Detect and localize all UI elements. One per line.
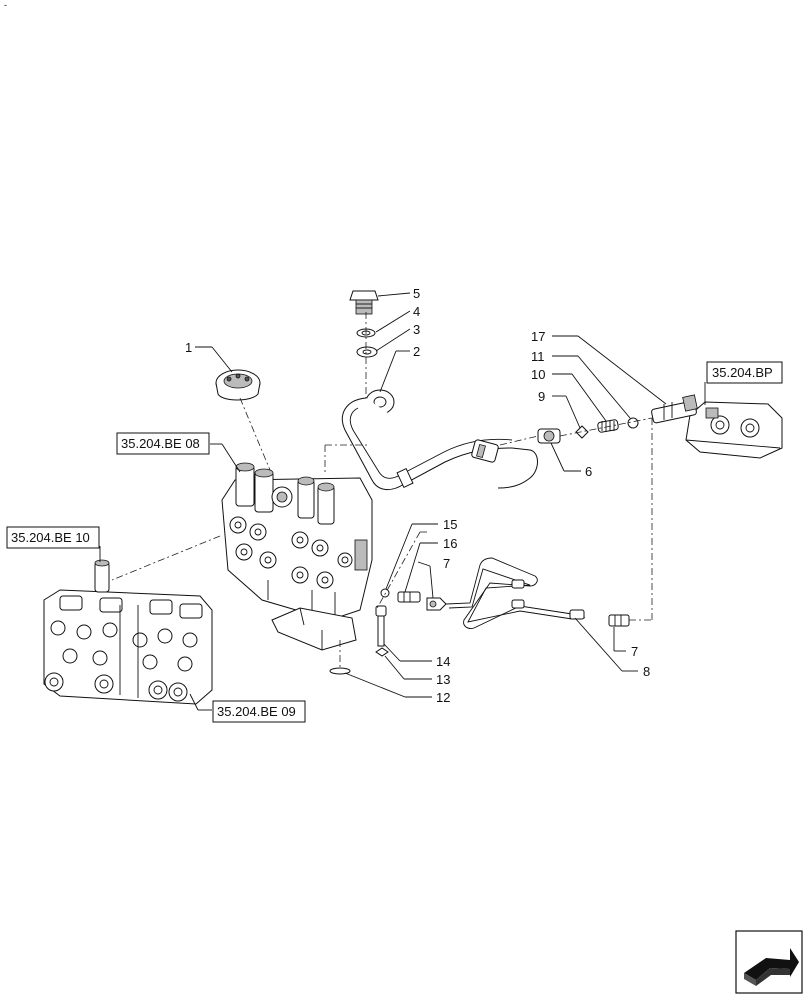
- spring-10: [597, 419, 619, 433]
- ref-link-bp[interactable]: 35.204.BP: [706, 361, 783, 384]
- pipe-2: [341, 389, 538, 490]
- callouts: 5 4 3 2 1 17 11 10 9 6 15 16 7 14 13 12 …: [185, 286, 650, 705]
- auxiliary-valve-bank: [43, 559, 213, 705]
- callout-13: 13: [436, 672, 450, 687]
- next-page-arrow-icon: [744, 948, 799, 986]
- ref-be09-label: 35.204.BE 09: [217, 704, 296, 719]
- o-ring-12: [329, 667, 351, 675]
- center-lines: [111, 312, 653, 668]
- ref-link-be08[interactable]: 35.204.BE 08: [116, 432, 210, 455]
- callout-12: 12: [436, 690, 450, 705]
- leader-lines: [99, 292, 706, 711]
- callout-11: 11: [531, 349, 545, 364]
- ref-be10-label: 35.204.BE 10: [11, 530, 90, 545]
- cap-1: [215, 369, 261, 401]
- pump-housing: [685, 401, 783, 459]
- banjo-bolt: [349, 290, 379, 315]
- elbow-7: [426, 597, 447, 611]
- callout-3: 3: [413, 322, 420, 337]
- bolt-14: [375, 605, 387, 647]
- elbow-7b: [608, 614, 630, 627]
- hose-end-fitting: [471, 439, 499, 463]
- callout-16: 16: [443, 536, 457, 551]
- corner-mark: -: [4, 0, 7, 10]
- relief-valve-17: [651, 394, 698, 424]
- ref-bp-label: 35.204.BP: [712, 365, 773, 380]
- ref-link-be09[interactable]: 35.204.BE 09: [212, 700, 306, 723]
- callout-8: 8: [643, 664, 650, 679]
- pipe-8: [445, 557, 586, 629]
- callout-9: 9: [538, 389, 545, 404]
- callout-5: 5: [413, 286, 420, 301]
- control-valve-block: [221, 462, 373, 621]
- callout-7: 7: [443, 556, 450, 571]
- callout-1: 1: [185, 340, 192, 355]
- callout-6: 6: [585, 464, 592, 479]
- ref-link-be10[interactable]: 35.204.BE 10: [6, 526, 100, 549]
- o-ring-15: [380, 588, 390, 598]
- callout-7b: 7: [631, 644, 638, 659]
- ref-be08-label: 35.204.BE 08: [121, 436, 200, 451]
- plug-6: [537, 428, 561, 444]
- adapter-16: [397, 591, 421, 603]
- valve-mounting-bracket: [271, 607, 357, 651]
- callout-17: 17: [531, 329, 545, 344]
- callout-4: 4: [413, 304, 420, 319]
- callout-2: 2: [413, 344, 420, 359]
- washer-9: [575, 425, 589, 439]
- washer-3: [356, 346, 378, 358]
- washer-13: [375, 647, 389, 657]
- callout-14: 14: [436, 654, 450, 669]
- ball-11: [627, 417, 639, 429]
- callout-15: 15: [443, 517, 457, 532]
- callout-10: 10: [531, 367, 545, 382]
- next-page-button[interactable]: [735, 930, 803, 994]
